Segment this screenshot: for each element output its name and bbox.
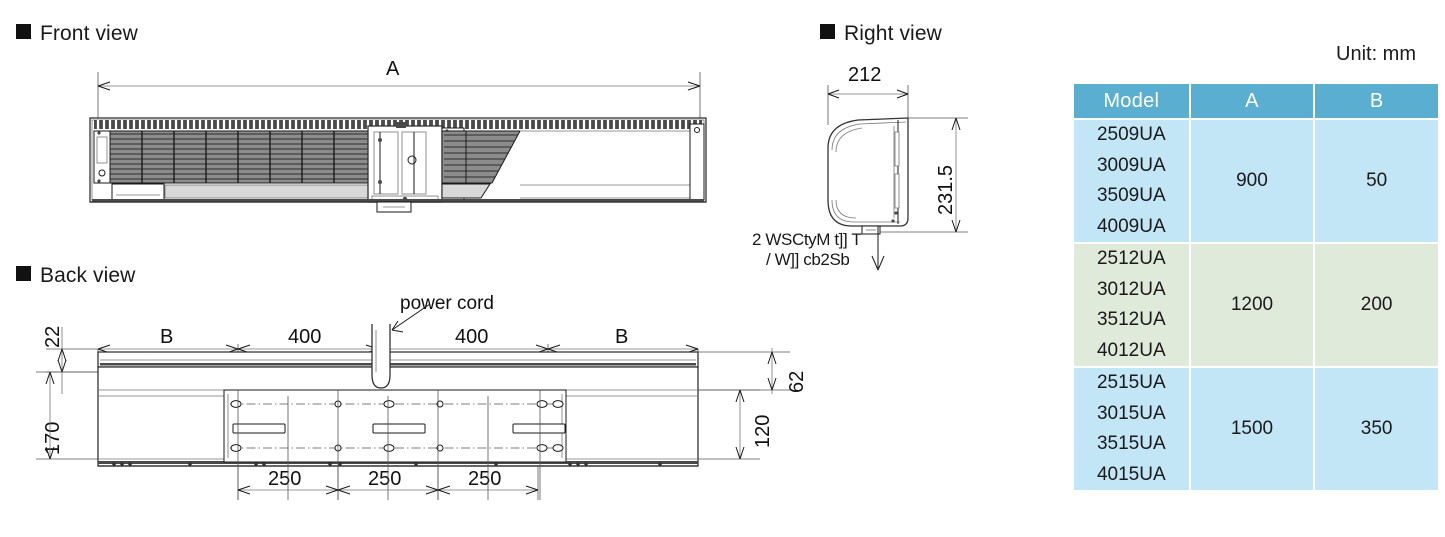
back-dim-b-right-label: B [615, 326, 629, 348]
table-cell-models: 2515UA 3015UA 3515UA 4015UA [1074, 368, 1189, 490]
front-top-louver-teeth [96, 120, 700, 129]
unit-note: Unit: mm [1336, 43, 1416, 65]
right-dim-height-line [880, 117, 968, 233]
front-dim-a-line [97, 72, 701, 120]
back-view-label: Back view [40, 264, 136, 287]
table-row: 2509UA 3009UA 3509UA 4009UA 900 50 [1074, 120, 1438, 242]
back-dim-b-left-label: B [160, 326, 174, 348]
square-bullet-icon [820, 24, 835, 39]
back-bottom-dimension-chain [237, 466, 539, 500]
model-spec-table: Model A B 2509UA 3009UA 3509UA 4009UA 90… [1072, 82, 1440, 492]
back-dim-62-line [698, 348, 790, 394]
table-row: 2512UA 3012UA 3512UA 4012UA 1200 200 [1074, 244, 1438, 366]
right-rear-panel [891, 120, 900, 224]
table-header-model: Model [1074, 84, 1189, 118]
back-dim-400-left-label: 400 [288, 326, 322, 348]
front-crossflow-fan-left [109, 130, 369, 184]
back-dim-120-line [698, 389, 760, 460]
table-cell-a: 1200 [1190, 244, 1314, 366]
front-left-end-bracket [93, 130, 111, 184]
table-header-a: A [1190, 84, 1314, 118]
table-cell-models: 2512UA 3012UA 3512UA 4012UA [1074, 244, 1189, 366]
power-cord [371, 303, 431, 389]
table-header-row: Model A B [1074, 84, 1438, 118]
front-left-lower-tray [111, 183, 369, 203]
back-view-heading: Back view [16, 264, 135, 288]
right-dim-depth-label: 212 [848, 64, 882, 86]
right-view-note-line1: 2 WSCtyM t]] T [752, 230, 862, 249]
table-cell-b: 350 [1315, 368, 1438, 490]
front-dim-a-label: A [386, 58, 400, 80]
table-cell-b: 50 [1315, 120, 1438, 242]
airflow-arrow [871, 226, 885, 271]
table-header-b: B [1315, 84, 1438, 118]
right-body-profile [827, 117, 909, 227]
square-bullet-icon [16, 266, 31, 281]
right-dim-depth-line [827, 85, 909, 125]
table-cell-a: 900 [1190, 120, 1314, 242]
back-dim-170-line [36, 371, 98, 460]
back-body [97, 351, 699, 467]
back-dim-250-a-label: 250 [268, 468, 302, 490]
back-mounting-holes-bottom [230, 444, 564, 452]
front-crossflow-fan-right-taper [441, 130, 521, 199]
table-cell-a: 1500 [1190, 368, 1314, 490]
table-cell-b: 200 [1315, 244, 1438, 366]
front-view-label: Front view [40, 22, 138, 45]
back-mounting-plate [223, 389, 567, 500]
front-right-housing [520, 123, 705, 201]
back-dim-250-b-label: 250 [368, 468, 402, 490]
table-cell-models: 2509UA 3009UA 3509UA 4009UA [1074, 120, 1189, 242]
back-dim-400-right-label: 400 [455, 326, 489, 348]
square-bullet-icon [16, 24, 31, 39]
right-view-label: Right view [844, 22, 942, 45]
right-view-note-line2: / W]] cb2Sb [766, 250, 850, 269]
front-view-heading: Front view [16, 22, 138, 46]
table-row: 2515UA 3015UA 3515UA 4015UA 1500 350 [1074, 368, 1438, 490]
back-dim-250-c-label: 250 [468, 468, 502, 490]
right-view-heading: Right view [820, 22, 942, 46]
